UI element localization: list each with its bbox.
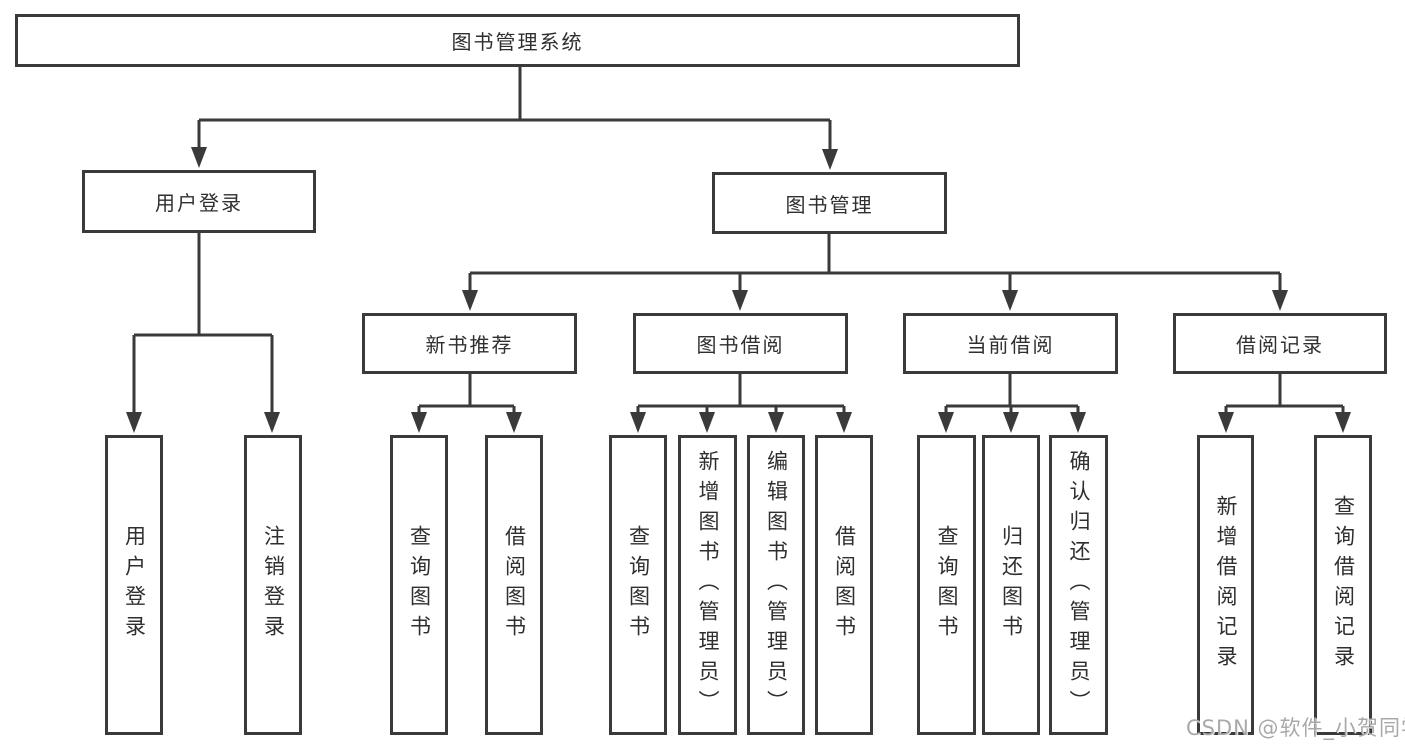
arrowhead xyxy=(1272,290,1288,311)
arrowhead xyxy=(506,412,522,433)
leaf-edit-books-admin: 编辑图书（管理员） xyxy=(747,435,805,735)
arrowhead xyxy=(126,412,142,433)
node-user-login: 用户登录 xyxy=(82,170,316,233)
arrowhead xyxy=(1003,412,1019,433)
connector-user-login xyxy=(132,233,274,416)
connector-book-borrow xyxy=(636,374,846,416)
arrowhead xyxy=(822,149,838,170)
leaf-query-books-current: 查询图书 xyxy=(917,435,976,735)
node-current-borrow: 当前借阅 xyxy=(903,313,1118,374)
arrowhead xyxy=(732,290,748,311)
leaf-user-login: 用户登录 xyxy=(105,435,163,735)
connector-borrow-records xyxy=(1224,374,1345,416)
arrowhead xyxy=(630,412,646,433)
leaf-confirm-return-admin: 确认归还（管理员） xyxy=(1049,435,1108,735)
arrowhead xyxy=(699,412,715,433)
arrowhead xyxy=(264,412,280,433)
leaf-query-books-borrow: 查询图书 xyxy=(609,435,667,735)
connector-current-borrow xyxy=(944,374,1080,416)
node-borrow-records: 借阅记录 xyxy=(1173,313,1387,374)
leaf-add-borrow-record: 新增借阅记录 xyxy=(1197,435,1254,735)
leaf-return-books: 归还图书 xyxy=(982,435,1040,735)
leaf-borrow-books: 借阅图书 xyxy=(815,435,873,735)
arrowhead xyxy=(768,412,784,433)
connector-book-management xyxy=(468,234,1282,294)
arrowhead xyxy=(836,412,852,433)
leaf-borrow-books-recommend: 借阅图书 xyxy=(485,435,543,735)
leaf-logout: 注销登录 xyxy=(244,435,302,735)
arrowhead xyxy=(938,412,954,433)
node-library-management-system: 图书管理系统 xyxy=(15,14,1020,67)
leaf-query-books-recommend: 查询图书 xyxy=(390,435,448,735)
node-new-book-recommend: 新书推荐 xyxy=(362,313,577,374)
node-book-management: 图书管理 xyxy=(712,172,947,234)
leaf-add-books-admin: 新增图书（管理员） xyxy=(678,435,737,735)
leaf-query-borrow-record: 查询借阅记录 xyxy=(1314,435,1372,735)
arrowhead xyxy=(1335,412,1351,433)
arrowhead xyxy=(1070,412,1086,433)
connector-root xyxy=(197,66,832,153)
arrowhead xyxy=(462,290,478,311)
arrowhead xyxy=(411,412,427,433)
arrowhead xyxy=(1218,412,1234,433)
arrowhead xyxy=(191,147,207,168)
csdn-watermark: CSDN @软件_小贺同学 xyxy=(1186,716,1405,740)
node-book-borrow: 图书借阅 xyxy=(633,313,848,374)
connector-new-book xyxy=(417,374,516,416)
arrowhead xyxy=(1002,290,1018,311)
